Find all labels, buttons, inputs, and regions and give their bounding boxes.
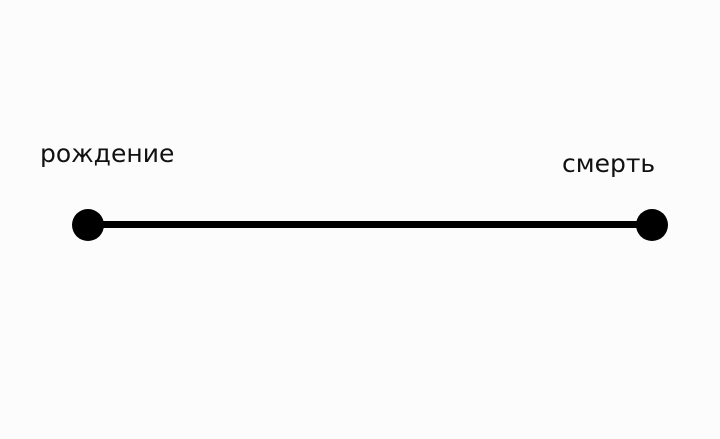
death-label: смерть <box>562 149 656 178</box>
death-endpoint-dot <box>636 209 668 241</box>
birth-label: рождение <box>40 139 175 168</box>
timeline-line <box>88 221 652 228</box>
birth-endpoint-dot <box>72 209 104 241</box>
